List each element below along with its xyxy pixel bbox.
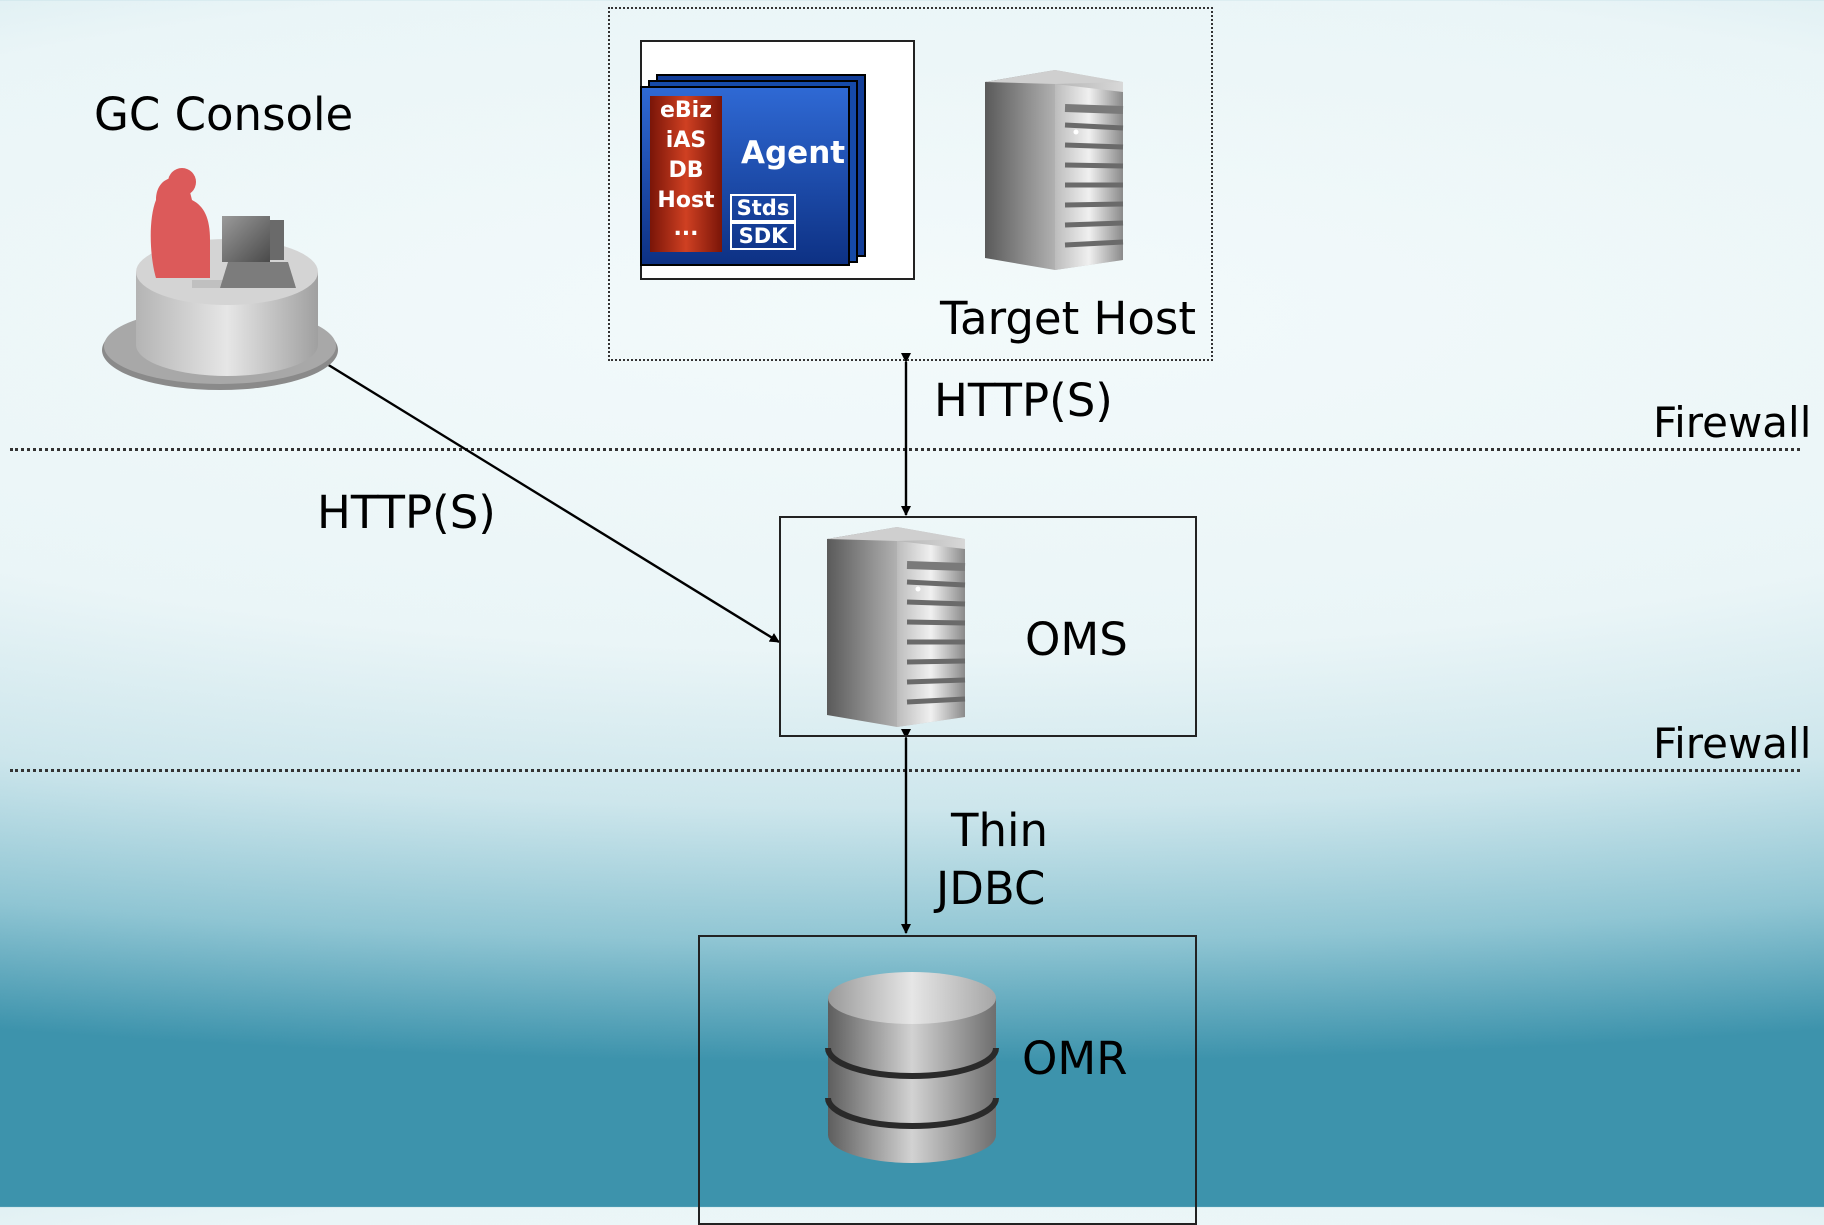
- agent-stack-item-host: Host: [657, 188, 715, 213]
- target-host-container: [608, 7, 1213, 361]
- console-user-icon: [102, 168, 338, 390]
- target-host-server-icon: [985, 70, 1124, 270]
- agent-stack-item-more: ...: [673, 216, 699, 241]
- agent-module-sdk: SDK: [730, 222, 796, 250]
- oms-box: [779, 516, 1197, 737]
- agent-module-stds: Stds: [730, 194, 796, 222]
- oms-label: OMS: [1025, 613, 1128, 666]
- agent-title: Agent: [741, 135, 846, 171]
- agent-card: eBiz iAS DB Host ... Agent Stds SDK: [640, 74, 872, 266]
- label-jdbc-line2: JDBC: [936, 862, 1046, 915]
- console-label: GC Console: [94, 88, 354, 141]
- omr-label: OMR: [1022, 1032, 1128, 1085]
- oms-server-icon: [827, 527, 966, 727]
- target-host-label: Target Host: [940, 292, 1196, 345]
- agent-target-stack: eBiz iAS DB Host ...: [650, 96, 722, 252]
- label-target-oms-protocol: HTTP(S): [934, 374, 1113, 427]
- arrow-console-oms: [311, 352, 780, 644]
- omr-database-icon: [825, 972, 999, 1163]
- label-jdbc-line1: Thin: [951, 804, 1049, 857]
- firewall-label-lower: Firewall: [1653, 719, 1812, 768]
- label-console-oms-protocol: HTTP(S): [317, 486, 496, 539]
- agent-stack-item-ias: iAS: [665, 128, 707, 153]
- agent-stack-item-db: DB: [668, 158, 704, 183]
- agent-stack-item-ebiz: eBiz: [659, 98, 713, 123]
- firewall-label-upper: Firewall: [1653, 398, 1812, 447]
